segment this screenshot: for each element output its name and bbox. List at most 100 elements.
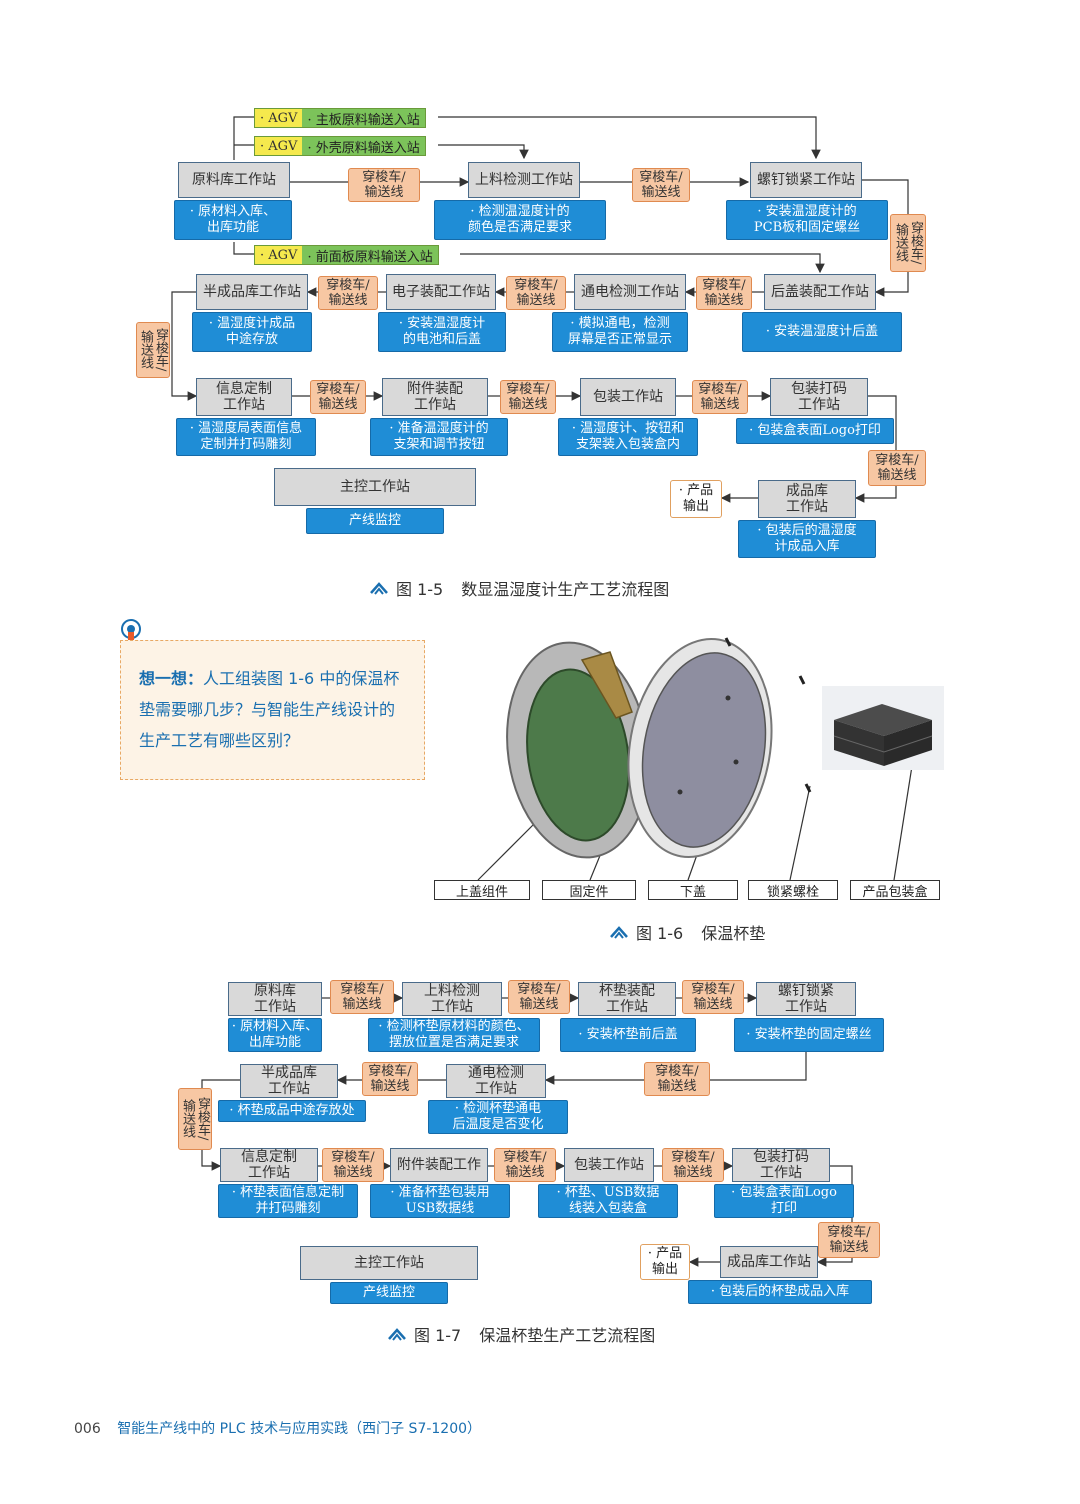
caption-text: 数显温湿度计生产工艺流程图 bbox=[461, 580, 670, 599]
station-power-test: 通电检测 工作站 bbox=[446, 1064, 546, 1098]
station-feed-inspection: 上料检测工作站 bbox=[468, 162, 580, 198]
desc-backcover-assembly: · 安装温湿度计后盖 bbox=[742, 312, 902, 352]
transport-box: 穿梭车/ 输送线 bbox=[682, 980, 744, 1014]
desc-package-coding: · 包装盒表面Logo打印 bbox=[736, 418, 894, 444]
book-title: 智能生产线中的 PLC 技术与应用实践（西门子 S7-1200） bbox=[117, 1421, 482, 1437]
think-box: 想一想：人工组装图 1-6 中的保温杯垫需要哪几步？与智能生产线设计的生产工艺有… bbox=[120, 640, 425, 780]
transport-box: 穿梭车/ 输送线 bbox=[692, 380, 748, 414]
station-semifinished-storage: 半成品库 工作站 bbox=[240, 1064, 338, 1098]
desc-finished-storage: · 包装后的杯垫成品入库 bbox=[688, 1280, 872, 1304]
product-output: · 产品 输出 bbox=[670, 480, 722, 518]
transport-box: 穿梭车/ 输送线 bbox=[330, 980, 394, 1014]
cup-coaster-exploded-view bbox=[506, 637, 944, 859]
station-packaging: 包装工作站 bbox=[564, 1148, 654, 1182]
transport-box-vertical: 穿梭车/ 输送线 bbox=[178, 1088, 212, 1150]
think-heading: 想一想： bbox=[139, 669, 204, 688]
agv-tag: · AGV bbox=[255, 137, 303, 155]
transport-box: 穿梭车/ 输送线 bbox=[662, 1148, 724, 1182]
transport-box-vertical: 穿梭车/ 输送线 bbox=[890, 214, 926, 272]
agv-shell-input: · AGV · 外壳原料输送入站 bbox=[254, 136, 426, 156]
desc-power-test: · 模拟通电，检测 屏幕是否正常显示 bbox=[552, 312, 688, 352]
desc-info-customization: · 杯垫表面信息定制 并打码雕刻 bbox=[218, 1184, 358, 1218]
transport-box-vertical: 穿梭车/ 输送线 bbox=[136, 322, 170, 378]
station-master-control: 主控工作站 bbox=[300, 1246, 478, 1280]
figure-caption-1-6: 图 1-6 保温杯垫 bbox=[610, 920, 765, 944]
station-feed-inspection: 上料检测 工作站 bbox=[402, 982, 502, 1016]
page-number: 006 bbox=[74, 1421, 101, 1437]
caption-number: 图 1-6 bbox=[636, 924, 684, 943]
desc-packaging: · 温湿度计、按钮和 支架装入包装盒内 bbox=[558, 418, 698, 456]
desc-screw-locking: · 安装温湿度计的 PCB板和固定螺丝 bbox=[726, 200, 888, 240]
transport-box: 穿梭车/ 输送线 bbox=[500, 380, 556, 414]
caption-number: 图 1-5 bbox=[396, 580, 444, 599]
station-electronic-assembly: 电子装配工作站 bbox=[386, 274, 496, 310]
desc-master-control: 产线监控 bbox=[306, 508, 444, 534]
agv-tag: · AGV bbox=[255, 109, 303, 127]
desc-feed-inspection: · 检测杯垫原材料的颜色、 摆放位置是否满足要求 bbox=[368, 1018, 540, 1052]
agv-text: · 主板原料输送入站 bbox=[302, 109, 425, 128]
desc-accessory-assembly: · 准备杯垫包装用 USB数据线 bbox=[370, 1184, 510, 1218]
caption-text: 保温杯垫 bbox=[701, 924, 766, 943]
transport-box: 穿梭车/ 输送线 bbox=[318, 276, 378, 310]
product-output: · 产品 输出 bbox=[640, 1244, 690, 1280]
label-fixing-part: 固定件 bbox=[542, 880, 636, 900]
station-finished-storage: 成品库 工作站 bbox=[758, 480, 856, 518]
transport-box: 穿梭车/ 输送线 bbox=[632, 168, 690, 202]
agv-frontpanel-input: · AGV · 前面板原料输送入站 bbox=[254, 245, 439, 265]
agv-mainboard-input: · AGV · 主板原料输送入站 bbox=[254, 108, 426, 128]
transport-box: 穿梭车/ 输送线 bbox=[508, 980, 570, 1014]
desc-screw-locking: · 安装杯垫的固定螺丝 bbox=[734, 1018, 884, 1052]
station-finished-storage: 成品库工作站 bbox=[720, 1246, 818, 1278]
desc-raw-material: · 原材料入库、 出库功能 bbox=[228, 1018, 322, 1052]
station-backcover-assembly: 后盖装配工作站 bbox=[764, 274, 876, 310]
caption-text: 保温杯垫生产工艺流程图 bbox=[479, 1326, 656, 1345]
transport-box: 穿梭车/ 输送线 bbox=[696, 276, 752, 310]
label-top-lid-assembly: 上盖组件 bbox=[434, 880, 530, 900]
station-accessory-assembly: 附件装配工作 bbox=[390, 1148, 488, 1182]
desc-feed-inspection: · 检测温湿度计的 颜色是否满足要求 bbox=[434, 200, 606, 240]
station-packaging: 包装工作站 bbox=[580, 378, 676, 416]
think-text: 人工组装图 1-6 中的保温杯垫需要哪几步？与智能生产线设计的生产工艺有哪些区别… bbox=[139, 669, 400, 750]
transport-box: 穿梭车/ 输送线 bbox=[494, 1148, 556, 1182]
agv-text: · 外壳原料输送入站 bbox=[302, 137, 425, 156]
station-screw-locking: 螺钉锁紧工作站 bbox=[750, 162, 862, 198]
station-power-test: 通电检测工作站 bbox=[574, 274, 686, 310]
station-info-customization: 信息定制 工作站 bbox=[196, 378, 292, 416]
transport-box: 穿梭车/ 输送线 bbox=[506, 276, 566, 310]
desc-semifinished-storage: · 杯垫成品中途存放处 bbox=[218, 1100, 366, 1122]
desc-master-control: 产线监控 bbox=[330, 1282, 448, 1304]
figure-caption-1-5: 图 1-5 数显温湿度计生产工艺流程图 bbox=[370, 576, 669, 600]
label-locking-bolt: 锁紧螺栓 bbox=[748, 880, 838, 900]
desc-coaster-assembly: · 安装杯垫前后盖 bbox=[560, 1018, 696, 1052]
agv-text: · 前面板原料输送入站 bbox=[302, 246, 438, 265]
label-bottom-lid: 下盖 bbox=[648, 880, 738, 900]
transport-box: 穿梭车/ 输送线 bbox=[310, 380, 366, 414]
label-package-box: 产品包装盒 bbox=[850, 880, 940, 900]
station-coaster-assembly: 杯垫装配 工作站 bbox=[578, 982, 676, 1016]
desc-raw-material: · 原材料入库、 出库功能 bbox=[174, 200, 292, 240]
station-accessory-assembly: 附件装配 工作站 bbox=[382, 378, 488, 416]
station-raw-material: 原料库工作站 bbox=[178, 162, 290, 198]
station-master-control: 主控工作站 bbox=[274, 468, 476, 506]
caption-number: 图 1-7 bbox=[414, 1326, 462, 1345]
page-footer: 006 智能生产线中的 PLC 技术与应用实践（西门子 S7-1200） bbox=[74, 1418, 481, 1438]
station-package-coding: 包装打码 工作站 bbox=[732, 1148, 830, 1182]
station-screw-locking: 螺钉锁紧 工作站 bbox=[756, 982, 856, 1016]
caption-chevron-icon bbox=[388, 1328, 406, 1341]
agv-tag: · AGV bbox=[255, 246, 303, 264]
desc-accessory-assembly: · 准备温湿度计的 支架和调节按钮 bbox=[370, 418, 508, 456]
desc-electronic-assembly: · 安装温湿度计 的电池和后盖 bbox=[378, 312, 506, 352]
transport-box: 穿梭车/ 输送线 bbox=[644, 1062, 710, 1096]
desc-packaging: · 杯垫、USB数据 线装入包装盒 bbox=[538, 1184, 678, 1218]
desc-finished-storage: · 包装后的温湿度 计成品入库 bbox=[738, 520, 876, 558]
transport-box: 穿梭车/ 输送线 bbox=[818, 1222, 880, 1258]
figure-caption-1-7: 图 1-7 保温杯垫生产工艺流程图 bbox=[388, 1322, 655, 1346]
caption-chevron-icon bbox=[610, 926, 628, 939]
station-semifinished-storage: 半成品库工作站 bbox=[196, 274, 308, 310]
station-info-customization: 信息定制 工作站 bbox=[220, 1148, 318, 1182]
caption-chevron-icon bbox=[370, 582, 388, 595]
station-package-coding: 包装打码 工作站 bbox=[770, 378, 868, 416]
transport-box: 穿梭车/ 输送线 bbox=[868, 450, 926, 486]
desc-package-coding: · 包装盒表面Logo 打印 bbox=[714, 1184, 854, 1218]
desc-info-customization: · 温湿度局表面信息 定制并打码雕刻 bbox=[176, 418, 316, 456]
